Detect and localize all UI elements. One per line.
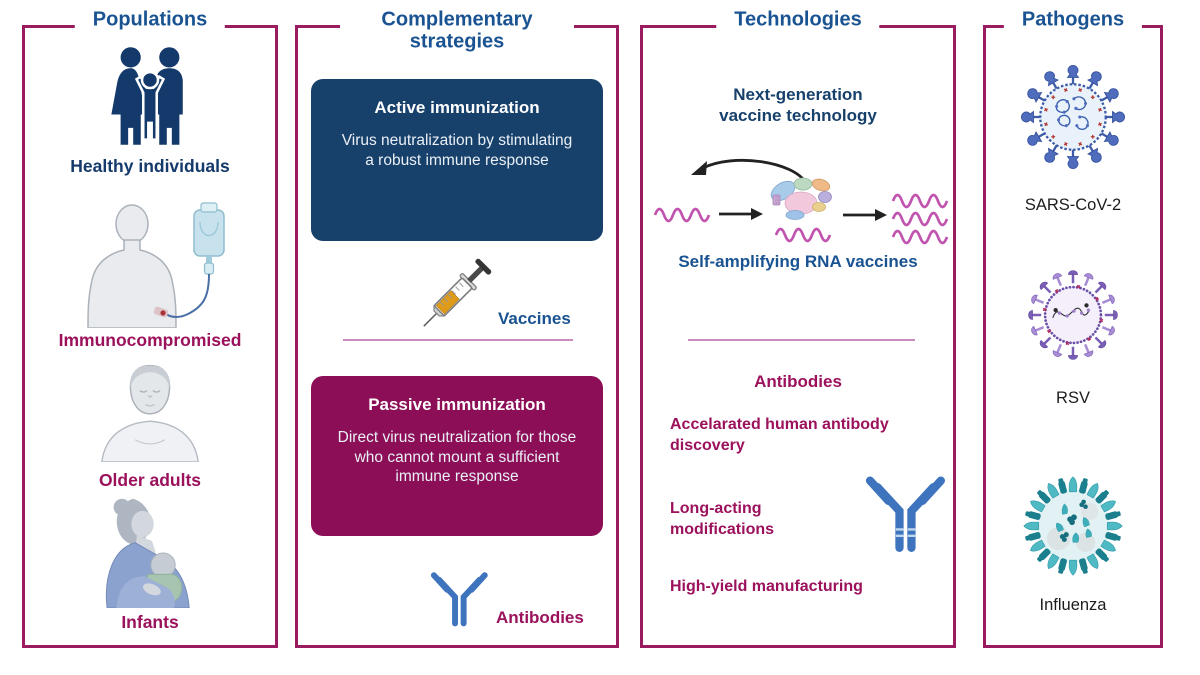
passive-immunization-body: Direct virus neutralization for those wh…: [337, 429, 577, 486]
arrow-icon: [719, 208, 763, 220]
panel-complementary-strategies: Complementary strategies Active immuniza…: [295, 8, 619, 648]
iv-infusion-illustration: [87, 202, 225, 328]
strategies-divider: [343, 339, 573, 341]
active-immunization-box: Active immunization Virus neutralization…: [311, 79, 603, 241]
vaccines-label: Vaccines: [498, 309, 571, 328]
rsv-virus-icon: [1028, 270, 1118, 360]
arrow-icon: [843, 209, 887, 221]
rna-self-amplification-diagram: [653, 158, 949, 245]
population-label-infants: Infants: [121, 612, 179, 632]
syringe-icon: [423, 258, 492, 327]
panel-technologies: Technologies Next-generation vaccine tec…: [640, 8, 956, 648]
population-label-healthy: Healthy individuals: [70, 156, 230, 176]
technologies-title: Technologies: [716, 8, 880, 32]
self-amplifying-rna-label: Self-amplifying RNA vaccines: [678, 252, 918, 271]
pathogen-label-influenza: Influenza: [1039, 596, 1107, 614]
rna-strand-icon: [774, 227, 832, 243]
passive-immunization-heading: Passive immunization: [368, 395, 546, 414]
replicase-complex-icon: [770, 177, 832, 220]
active-immunization-body: Virus neutralization by stimulating a ro…: [341, 132, 573, 169]
antibody-icon: [865, 476, 946, 552]
bullet-long-acting: Long-acting modifications: [670, 500, 775, 538]
technologies-divider: [688, 339, 915, 341]
passive-immunization-box: Passive immunization Direct virus neutra…: [311, 376, 603, 536]
rna-strand-icon: [653, 207, 711, 223]
next-gen-vaccine-heading: Next-generation vaccine technology: [719, 85, 877, 126]
family-icon: [111, 47, 183, 145]
pathogen-label-sars-cov-2: SARS-CoV-2: [1024, 196, 1122, 214]
populations-title: Populations: [74, 8, 226, 32]
pathogen-label-rsv: RSV: [1056, 389, 1090, 407]
bullet-high-yield: High-yield manufacturing: [670, 578, 863, 595]
influenza-virus-icon: [1023, 476, 1123, 576]
population-label-older-adults: Older adults: [98, 470, 202, 490]
active-immunization-heading: Active immunization: [374, 98, 540, 117]
panel-pathogens: Pathogens: [983, 8, 1163, 648]
curved-arrow-icon: [691, 158, 808, 184]
antibodies-heading: Antibodies: [754, 372, 842, 391]
bullet-antibody-discovery: Accelarated human antibody discovery: [670, 416, 889, 454]
older-adult-illustration: [101, 364, 199, 462]
strategies-title: Complementary strategies: [340, 8, 574, 54]
panel-populations: Populations Healthy individuals: [22, 8, 278, 648]
breastfeeding-illustration: [105, 498, 190, 608]
pathogens-title: Pathogens: [1003, 8, 1143, 32]
antibodies-label: Antibodies: [496, 608, 584, 627]
antibody-icon: [430, 572, 488, 627]
sars-cov-2-virus-icon: [1021, 65, 1125, 169]
rna-strands-icon: [891, 193, 949, 245]
population-label-immunocompromised: Immunocompromised: [58, 330, 242, 350]
